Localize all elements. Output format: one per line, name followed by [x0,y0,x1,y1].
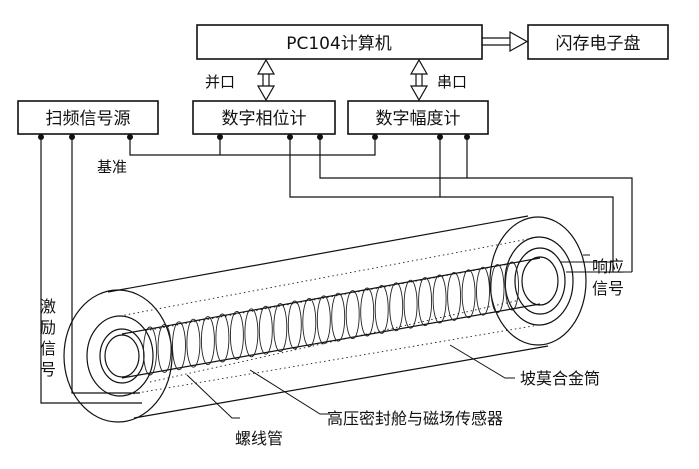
phase-meter-block: 数字相位计 [192,100,336,135]
coil-turn [143,326,157,376]
permalloy-tube-label: 坡莫合金筒 [520,369,600,388]
excitation-label-4: 号 [40,360,56,379]
flash-disk-box [527,24,669,60]
amplitude-meter-box [347,100,489,135]
excitation-label-1: 激 [40,297,56,316]
response-signal-label: 响应 信号 [592,257,624,298]
coil-turn [229,310,244,360]
coil-turn [302,297,317,347]
coil-turn [389,282,404,332]
coil-turn [186,318,201,368]
coil-turn [461,269,476,319]
amplitude-meter-label: 数字幅度计 [376,109,461,129]
coil-turn [244,308,259,358]
serial-port-label: 串口 [437,73,467,91]
sweep-source-box [17,100,159,135]
coil-turn [345,290,360,340]
far-end-mid-ring [504,236,574,326]
coil-turn [316,295,331,345]
pc104-label: PC104计算机 [286,34,392,54]
solenoid-label: 螺线管 [235,429,283,448]
far-end-outer-ring [489,216,587,346]
coil-turn [418,277,433,327]
coil-turn [403,279,418,329]
amplitude-meter-block: 数字幅度计 [347,100,489,135]
far-end-inner-ring [514,247,566,315]
coil-turn [490,264,505,314]
permalloy-cylinder [63,215,587,423]
phase-meter-box [192,100,336,135]
excitation-wires [40,137,142,404]
response-wires [289,137,633,273]
pc104-block: PC104计算机 [196,24,483,60]
flash-disk-label: 闪存电子盘 [556,34,641,54]
sweep-source-block: 扫频信号源 [17,100,159,135]
coil-turn [215,313,230,363]
reference-label: 基准 [97,158,127,176]
parallel-port-label: 并口 [205,73,235,91]
near-end-mid-ring [86,315,154,397]
response-label-1: 响应 [592,257,624,276]
coil-turn [505,261,519,311]
response-label-2: 信号 [592,279,624,298]
flash-disk-block: 闪存电子盘 [527,24,669,60]
coil-turn [432,274,447,324]
serial-port-arrow [409,58,429,102]
terminals [38,134,470,140]
coil-turn [200,316,215,366]
excitation-label-2: 励 [40,318,56,337]
sweep-source-label: 扫频信号源 [46,109,131,129]
solenoid-coil [143,261,519,376]
coil-turn [287,300,302,350]
coil-turn [172,321,186,371]
leader-lines [186,254,590,419]
coil-turn [331,292,346,342]
pressure-cabin-label: 高压密封舱与磁场传感器 [327,409,503,428]
reference-wire [129,137,376,156]
near-end-outer-ring [63,289,173,423]
phase-meter-label: 数字相位计 [222,109,307,129]
coil-turn [447,271,462,321]
excitation-signal-label: 激 励 信 号 [40,297,56,379]
coil-turn [374,284,389,334]
coil-turn [476,266,490,316]
coil-turn [157,323,172,373]
pc-to-flash-arrow [482,30,529,53]
excitation-label-3: 信 [40,339,56,358]
pc104-box [196,24,483,60]
parallel-port-arrow [256,58,276,102]
coil-turn [258,305,273,355]
coil-turn [360,287,375,337]
coil-turn [273,303,288,353]
